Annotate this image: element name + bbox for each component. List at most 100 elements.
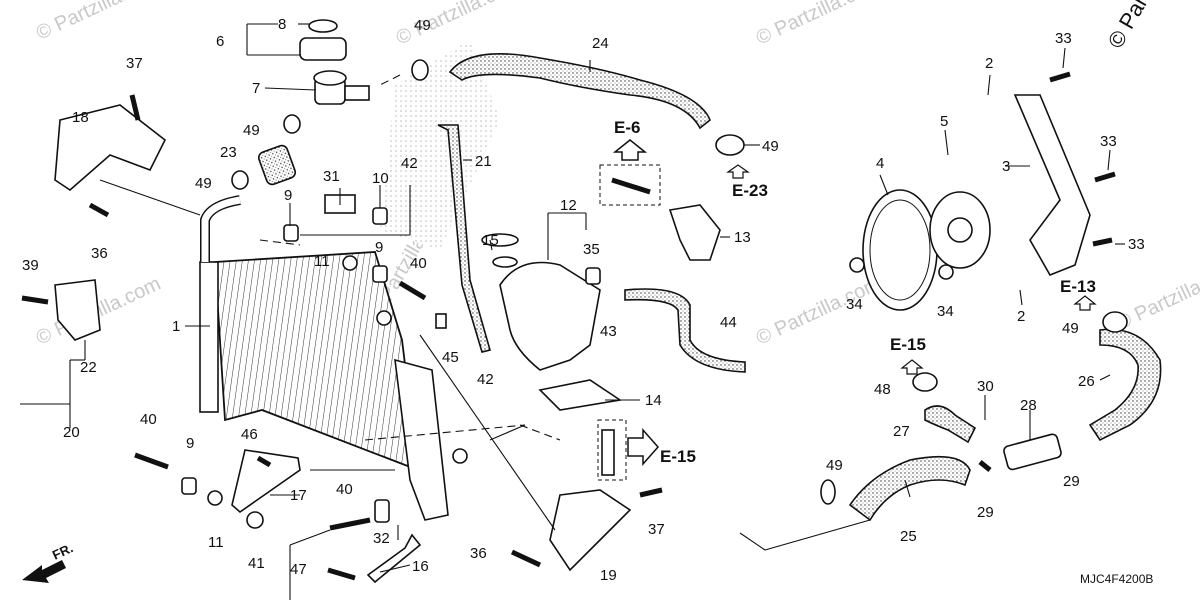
- callout-49: 49: [195, 175, 212, 192]
- callout-35: 35: [583, 241, 600, 258]
- callout-29: 29: [977, 504, 994, 521]
- callout-19: 19: [600, 567, 617, 584]
- callout-40: 40: [336, 481, 353, 498]
- callout-9: 9: [284, 187, 292, 204]
- front-arrow: FR.: [22, 540, 75, 583]
- lower-hose-right: [1088, 328, 1162, 442]
- callout-18: 18: [72, 109, 89, 126]
- callout-41: 41: [248, 555, 265, 572]
- lower-stay: [538, 379, 623, 411]
- callout-16: 16: [412, 558, 429, 575]
- watermark: © Partzilla.com: [753, 0, 884, 50]
- ref-label-e6: E-6: [614, 118, 640, 137]
- callout-33: 33: [1128, 236, 1145, 253]
- callout-17: 17: [290, 487, 307, 504]
- cooling-fan: [862, 189, 991, 311]
- short-hose: [257, 144, 297, 186]
- callout-11: 11: [208, 534, 224, 551]
- callout-40: 40: [410, 255, 427, 272]
- callout-40: 40: [140, 411, 157, 428]
- watermark: © Partzilla.com: [393, 0, 524, 50]
- fasteners: [181, 59, 1128, 584]
- callout-49: 49: [414, 17, 431, 34]
- callout-49: 49: [762, 138, 779, 155]
- callout-43: 43: [600, 323, 617, 340]
- callout-8: 8: [278, 16, 286, 33]
- callout-20: 20: [63, 424, 80, 441]
- callout-11: 11: [314, 253, 330, 270]
- callout-2: 2: [985, 55, 993, 72]
- callout-42: 42: [477, 371, 494, 388]
- callout-45: 45: [442, 349, 459, 366]
- corner-copyright: © Partz: [1103, 0, 1161, 52]
- ref-label-e23: E-23: [732, 181, 768, 200]
- callout-28: 28: [1020, 397, 1037, 414]
- dashed-lines: [259, 74, 661, 481]
- callout-34: 34: [937, 303, 954, 320]
- callout-9: 9: [186, 435, 194, 452]
- callout-49: 49: [243, 122, 260, 139]
- upper-radiator-hose: [448, 53, 711, 130]
- fan-shroud: [1013, 94, 1091, 277]
- stay-bracket: [549, 489, 632, 572]
- callout-3: 3: [1002, 158, 1010, 175]
- callout-29: 29: [1063, 473, 1080, 490]
- watermark: © Partzilla.com: [753, 273, 884, 350]
- callout-10: 10: [372, 170, 389, 187]
- callout-47: 47: [290, 561, 307, 578]
- callout-34: 34: [846, 296, 863, 313]
- callout-9: 9: [375, 239, 383, 256]
- callout-33: 33: [1055, 30, 1072, 47]
- lower-hose-left: [848, 455, 971, 522]
- ref-label-e15-left: E-15: [660, 447, 696, 466]
- callout-14: 14: [645, 392, 662, 409]
- callout-4: 4: [876, 155, 884, 172]
- callout-2: 2: [1017, 308, 1025, 325]
- callout-33: 33: [1100, 133, 1117, 150]
- ref-label-e13: E-13: [1060, 277, 1096, 296]
- callout-13: 13: [734, 229, 751, 246]
- callout-31: 31: [323, 168, 340, 185]
- callout-6: 6: [216, 33, 224, 50]
- watermark: © Partzilla.com: [33, 0, 164, 45]
- diagram-code: MJC4F4200B: [1080, 572, 1153, 586]
- callout-15: 15: [482, 232, 499, 249]
- callout-36: 36: [91, 245, 108, 262]
- callout-48: 48: [874, 381, 891, 398]
- reference-arrows: [612, 139, 1097, 466]
- radiator: [199, 195, 468, 521]
- callout-42: 42: [401, 155, 418, 172]
- callout-21: 21: [475, 153, 492, 170]
- callout-49: 49: [1062, 320, 1079, 337]
- callout-12: 12: [560, 197, 577, 214]
- callout-37: 37: [126, 55, 143, 72]
- callout-23: 23: [220, 144, 237, 161]
- callout-36: 36: [470, 545, 487, 562]
- overflow-hose: [624, 288, 746, 373]
- callout-44: 44: [720, 314, 737, 331]
- callout-39: 39: [22, 257, 39, 274]
- callout-37: 37: [648, 521, 665, 538]
- reservoir-hose: [437, 124, 491, 353]
- joint-hose: [924, 405, 977, 444]
- callout-49: 49: [826, 457, 843, 474]
- callout-7: 7: [252, 80, 260, 97]
- callout-26: 26: [1078, 373, 1095, 390]
- callout-5: 5: [940, 113, 948, 130]
- bolts: [21, 71, 1116, 581]
- callout-32: 32: [373, 530, 390, 547]
- callout-numbers: 1 2 2 3 4 5 6 7 8 9 9 9 10 11 11 12 13 1…: [22, 16, 1145, 584]
- leader-lines: [20, 23, 1125, 600]
- callout-27: 27: [893, 423, 910, 440]
- callout-46: 46: [241, 426, 258, 443]
- callout-1: 1: [172, 318, 180, 335]
- callout-30: 30: [977, 378, 994, 395]
- callout-24: 24: [592, 35, 609, 52]
- ref-label-e15-right: E-15: [890, 335, 926, 354]
- callout-25: 25: [900, 528, 917, 545]
- front-indicator-label: FR.: [50, 540, 75, 562]
- side-bracket: [54, 279, 101, 341]
- callout-22: 22: [80, 359, 97, 376]
- tank-bracket: [668, 204, 721, 261]
